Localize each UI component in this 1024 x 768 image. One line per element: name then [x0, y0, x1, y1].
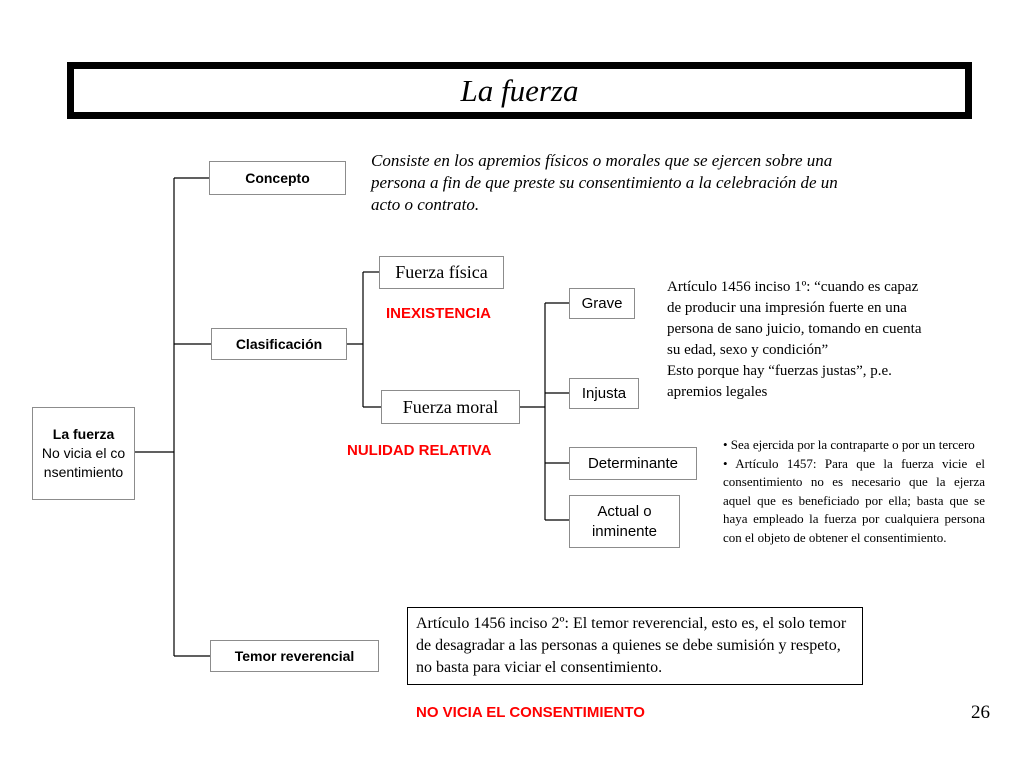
node-temor-reverencial: Temor reverencial [210, 640, 379, 672]
root-body: No vicia el consentimiento [41, 445, 126, 480]
node-concepto: Concepto [209, 161, 346, 195]
concepto-definition: Consiste en los apremios físicos o moral… [371, 151, 838, 214]
grave-injusta-notes: Artículo 1456 inciso 1º: “cuando es capa… [667, 277, 929, 403]
page-number: 26 [971, 702, 990, 723]
label-nulidad-relativa: NULIDAD RELATIVA [347, 442, 492, 459]
node-fuerza-fisica: Fuerza física [379, 256, 504, 289]
node-grave: Grave [569, 288, 635, 319]
art-injusta-text: Esto porque hay “fuerzas justas”, p.e. a… [667, 363, 892, 400]
determinante-notes: • Sea ejercida por la contraparte o por … [723, 436, 985, 547]
title-frame: La fuerza [67, 62, 972, 119]
root-heading: La fuerza [52, 426, 115, 442]
node-determinante: Determinante [569, 447, 697, 480]
bullet-item: • Artículo 1457: Para que la fuerza vici… [723, 455, 985, 545]
art-grave-text: Artículo 1456 inciso 1º: “cuando es capa… [667, 279, 922, 358]
node-fuerza-moral: Fuerza moral [381, 390, 520, 424]
node-clasificacion: Clasificación [211, 328, 347, 360]
label-no-vicia: NO VICIA EL CONSENTIMIENTO [416, 704, 645, 721]
label-inexistencia: INEXISTENCIA [386, 305, 492, 322]
page-title: La fuerza [74, 69, 965, 112]
node-injusta: Injusta [569, 378, 639, 409]
bullet-item: • Sea ejercida por la contraparte o por … [723, 437, 975, 452]
node-actual-inminente: Actual o inminente [569, 495, 680, 548]
temor-article-box: Artículo 1456 inciso 2º: El temor revere… [407, 607, 863, 685]
root-node: La fuerza No vicia el consentimiento [32, 407, 135, 500]
